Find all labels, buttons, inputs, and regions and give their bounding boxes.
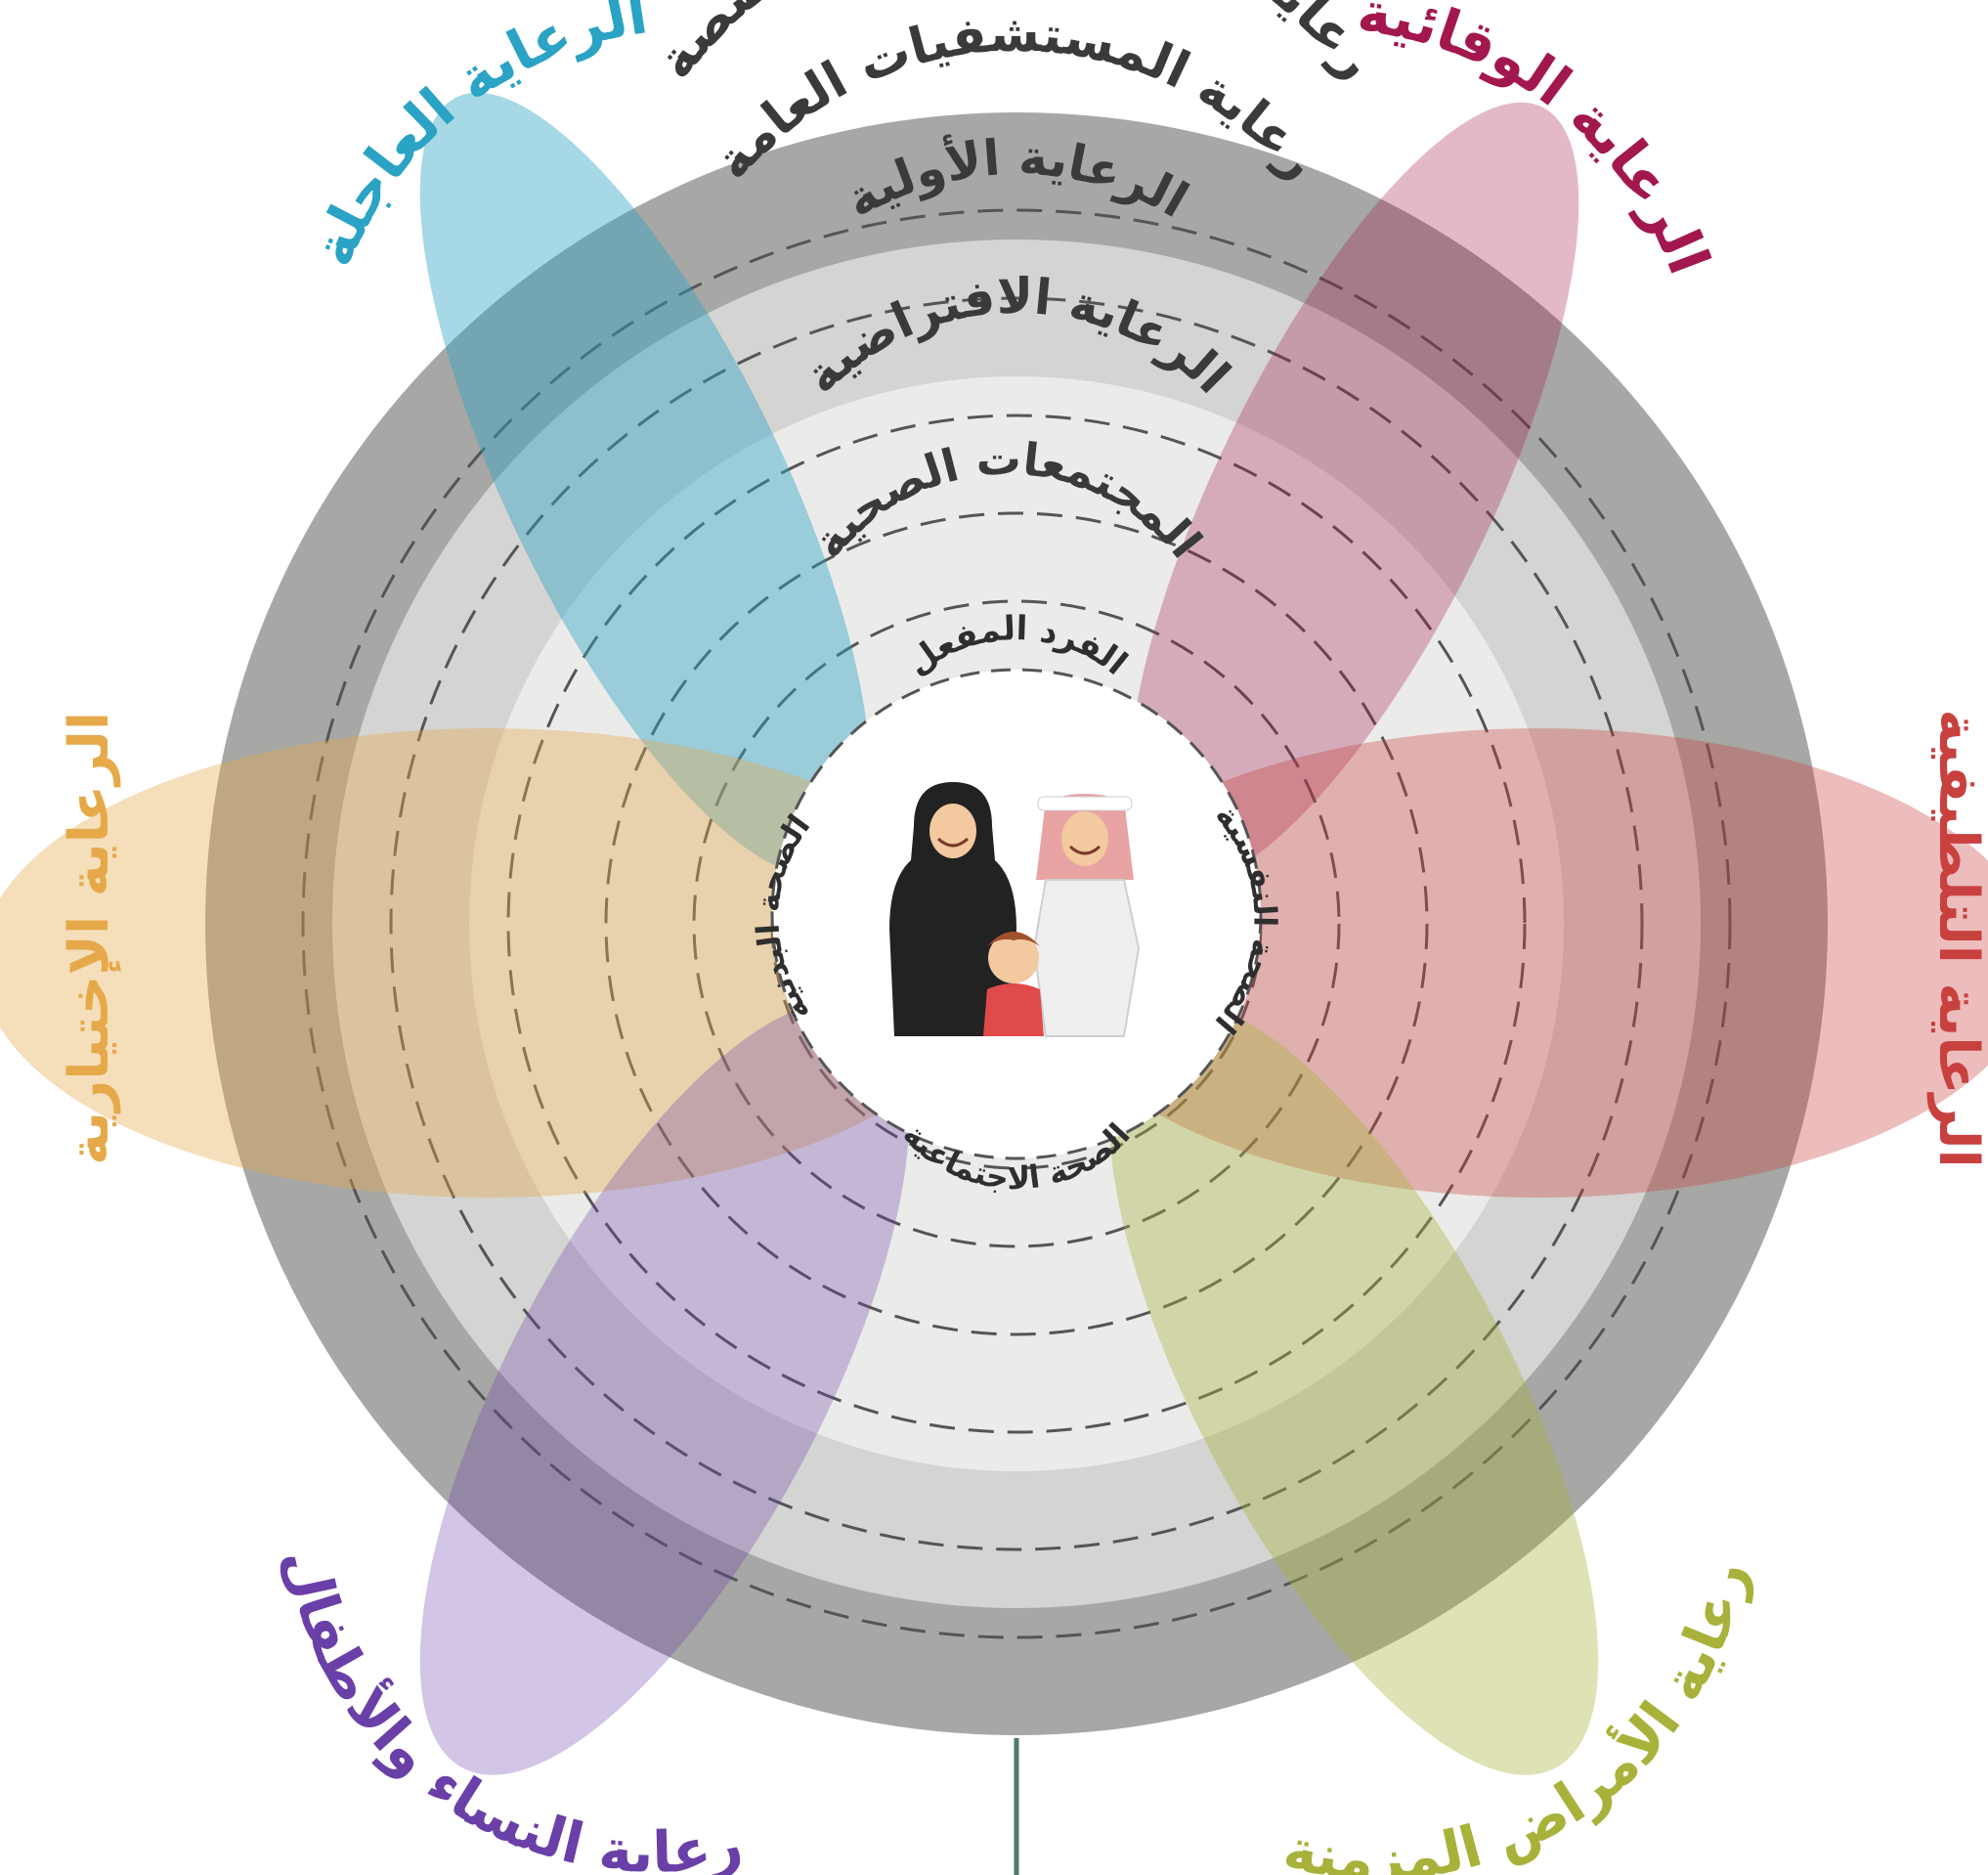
petal-chronic (1108, 1001, 1599, 1775)
petals (0, 92, 1988, 1775)
petal-urgent (419, 92, 871, 876)
petal-palliative (1041, 728, 1988, 1198)
dashed-ring-2 (389, 296, 1644, 1551)
center-circle (770, 668, 1263, 1160)
woman-figure (889, 782, 1016, 1036)
petal-label-elective: الرعاية الإختيارية (58, 712, 121, 1165)
dashed-ring-3 (506, 414, 1527, 1434)
family-icon (889, 782, 1141, 1037)
petal-elective (0, 728, 997, 1198)
child-figure (983, 932, 1044, 1036)
dashed-ring-1 (301, 208, 1732, 1639)
petal-preventive (1128, 102, 1579, 886)
petal-women-children (419, 1001, 910, 1775)
petal-label-palliative: الرعاية التلطيفية (1926, 709, 1988, 1167)
dashed-ring-4 (604, 511, 1429, 1336)
dashed-ring-5 (692, 599, 1341, 1248)
man-figure (1032, 794, 1141, 1037)
